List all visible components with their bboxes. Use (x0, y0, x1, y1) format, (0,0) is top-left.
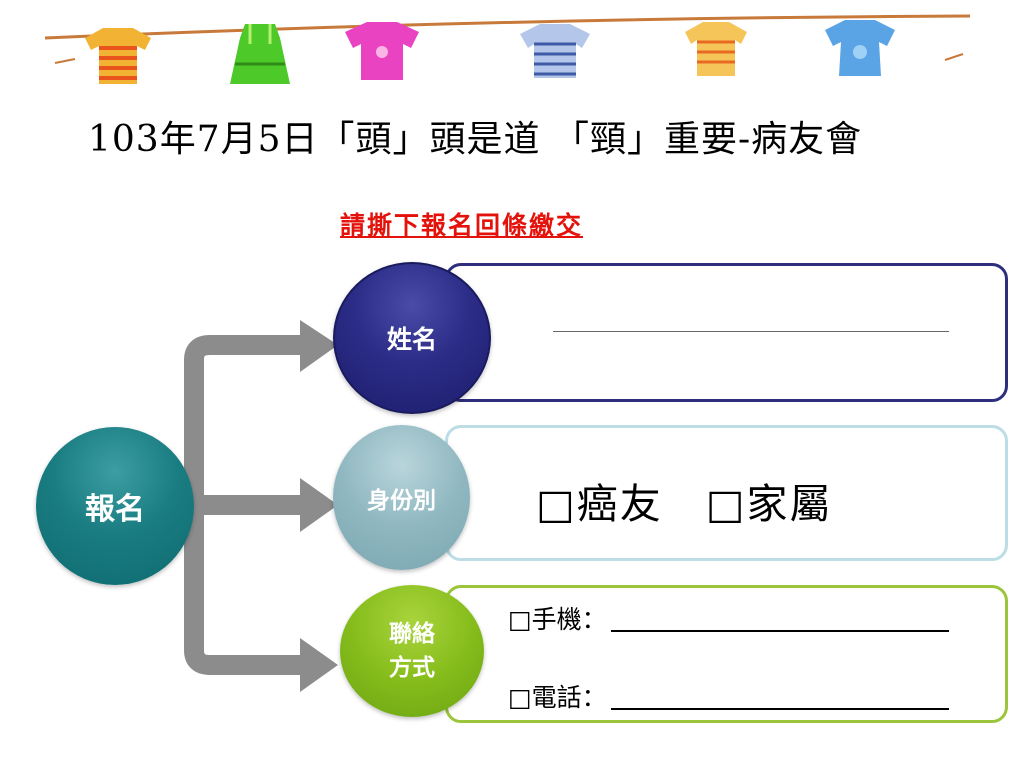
dress-icon (230, 24, 290, 84)
page-title: 103年7月5日「頭」頭是道 「頸」重要-病友會 (88, 119, 863, 160)
arrow-to-contact (184, 505, 305, 675)
name-blank-line[interactable] (553, 331, 949, 332)
contact-node-label-line2: 方式 (389, 654, 435, 681)
phone-blank-line[interactable] (610, 708, 949, 710)
registration-node: 報名 (36, 427, 194, 585)
name-node: 姓名 (333, 262, 491, 414)
arrowhead-id (300, 478, 338, 532)
shirt-icon (685, 22, 747, 76)
contact-node: 聯絡 方式 (340, 585, 484, 717)
arrowhead-name (300, 320, 338, 372)
subtitle-instruction: 請撕下報名回條繳交 (340, 211, 584, 240)
shirt-icon (85, 28, 151, 84)
shirt-icon (520, 24, 590, 78)
shirt-icon (345, 22, 419, 80)
name-box (445, 263, 1008, 402)
arrowhead-contact (300, 638, 338, 692)
arrow-to-name (184, 335, 305, 505)
identity-options[interactable]: □癌友 □家屬 (536, 480, 833, 528)
phone-label: □電話： (508, 683, 607, 712)
contact-box (445, 585, 1008, 723)
name-node-label: 姓名 (386, 325, 437, 354)
clothesline-rope (45, 14, 970, 40)
shirt-icon (825, 20, 895, 76)
registration-node-label: 報名 (85, 492, 145, 527)
mobile-blank-line[interactable] (610, 630, 949, 632)
mobile-label: □手機： (508, 605, 607, 634)
identity-box (445, 425, 1008, 561)
identity-node-label: 身份別 (367, 486, 436, 514)
clothesline-banner (45, 14, 970, 84)
mobile-row[interactable]: □手機： (508, 600, 949, 636)
identity-node: 身份別 (333, 425, 470, 570)
contact-node-label-line1: 聯絡 (389, 620, 435, 647)
phone-row[interactable]: □電話： (508, 678, 949, 714)
